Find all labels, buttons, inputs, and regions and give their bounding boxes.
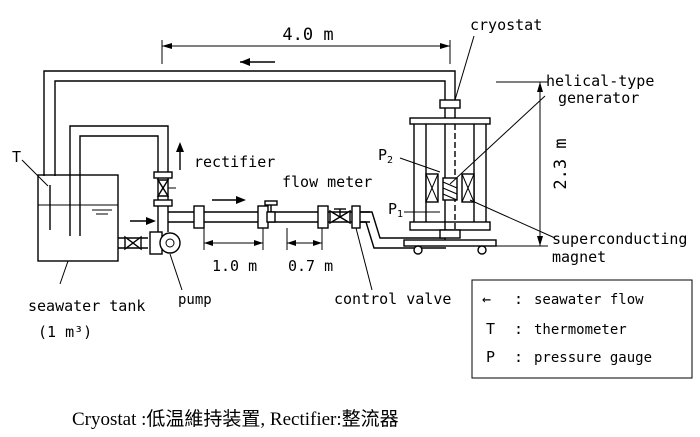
legend-symbol-t: T (486, 320, 495, 338)
main-pipe: flow meter (168, 173, 372, 229)
thermometer-label: T (12, 148, 21, 166)
tank-volume-label: (1 m³) (38, 323, 92, 341)
pump-label: pump (178, 292, 212, 308)
seawater-tank: T seawater tank (1 m³) (12, 148, 145, 341)
tank-outlet (118, 217, 156, 251)
cryostat-label: cryostat (470, 16, 542, 34)
length-label: 4.0 m (282, 25, 333, 45)
legend-symbol-flow: ← (482, 290, 491, 308)
flow-arrow-top (240, 58, 275, 66)
legend-text-t: thermometer (534, 322, 627, 338)
dimension-height: 2.3 m (496, 81, 571, 247)
cryostat-inlet-pipe (360, 211, 446, 249)
legend-text-p: pressure gauge (534, 350, 652, 366)
legend-sep-p: : (514, 348, 523, 366)
superconducting-label-2: magnet (552, 248, 606, 266)
legend-sep-t: : (514, 320, 523, 338)
legend: ← : seawater flow T : thermometer P : pr… (471, 279, 693, 379)
dimension-segments: 1.0 m 0.7 m (203, 228, 333, 275)
helical-label-2: generator (558, 89, 639, 107)
cryostat: cryostat (403, 16, 542, 255)
dimension-length: 4.0 m (161, 25, 451, 64)
superconducting-magnet-label-group: superconducting magnet (469, 199, 687, 266)
p2-label: P2 (378, 146, 393, 166)
caption: Cryostat :低温維持装置, Rectifier:整流器 (72, 408, 399, 430)
flow-meter-label: flow meter (282, 173, 372, 191)
tank-label: seawater tank (28, 297, 145, 315)
height-label: 2.3 m (551, 138, 571, 189)
superconducting-label-1: superconducting (552, 230, 687, 248)
dim2-label: 0.7 m (288, 257, 333, 275)
legend-sep-flow: : (514, 290, 523, 308)
pump: pump (149, 231, 212, 308)
legend-symbol-p: P (486, 348, 495, 366)
dim1-label: 1.0 m (212, 257, 257, 275)
helical-label-1: helical-type (546, 72, 654, 90)
pressure-gauges: P2 P1 (378, 146, 441, 220)
rectifier-label: rectifier (194, 153, 275, 171)
legend-text-flow: seawater flow (534, 292, 644, 308)
rectifier: rectifier (153, 142, 275, 232)
p1-label: P1 (388, 200, 403, 220)
control-valve-label: control valve (334, 290, 451, 308)
control-valve: control valve (329, 205, 451, 308)
helical-generator-label-group: helical-type generator (449, 72, 654, 185)
return-pipe (43, 70, 456, 236)
